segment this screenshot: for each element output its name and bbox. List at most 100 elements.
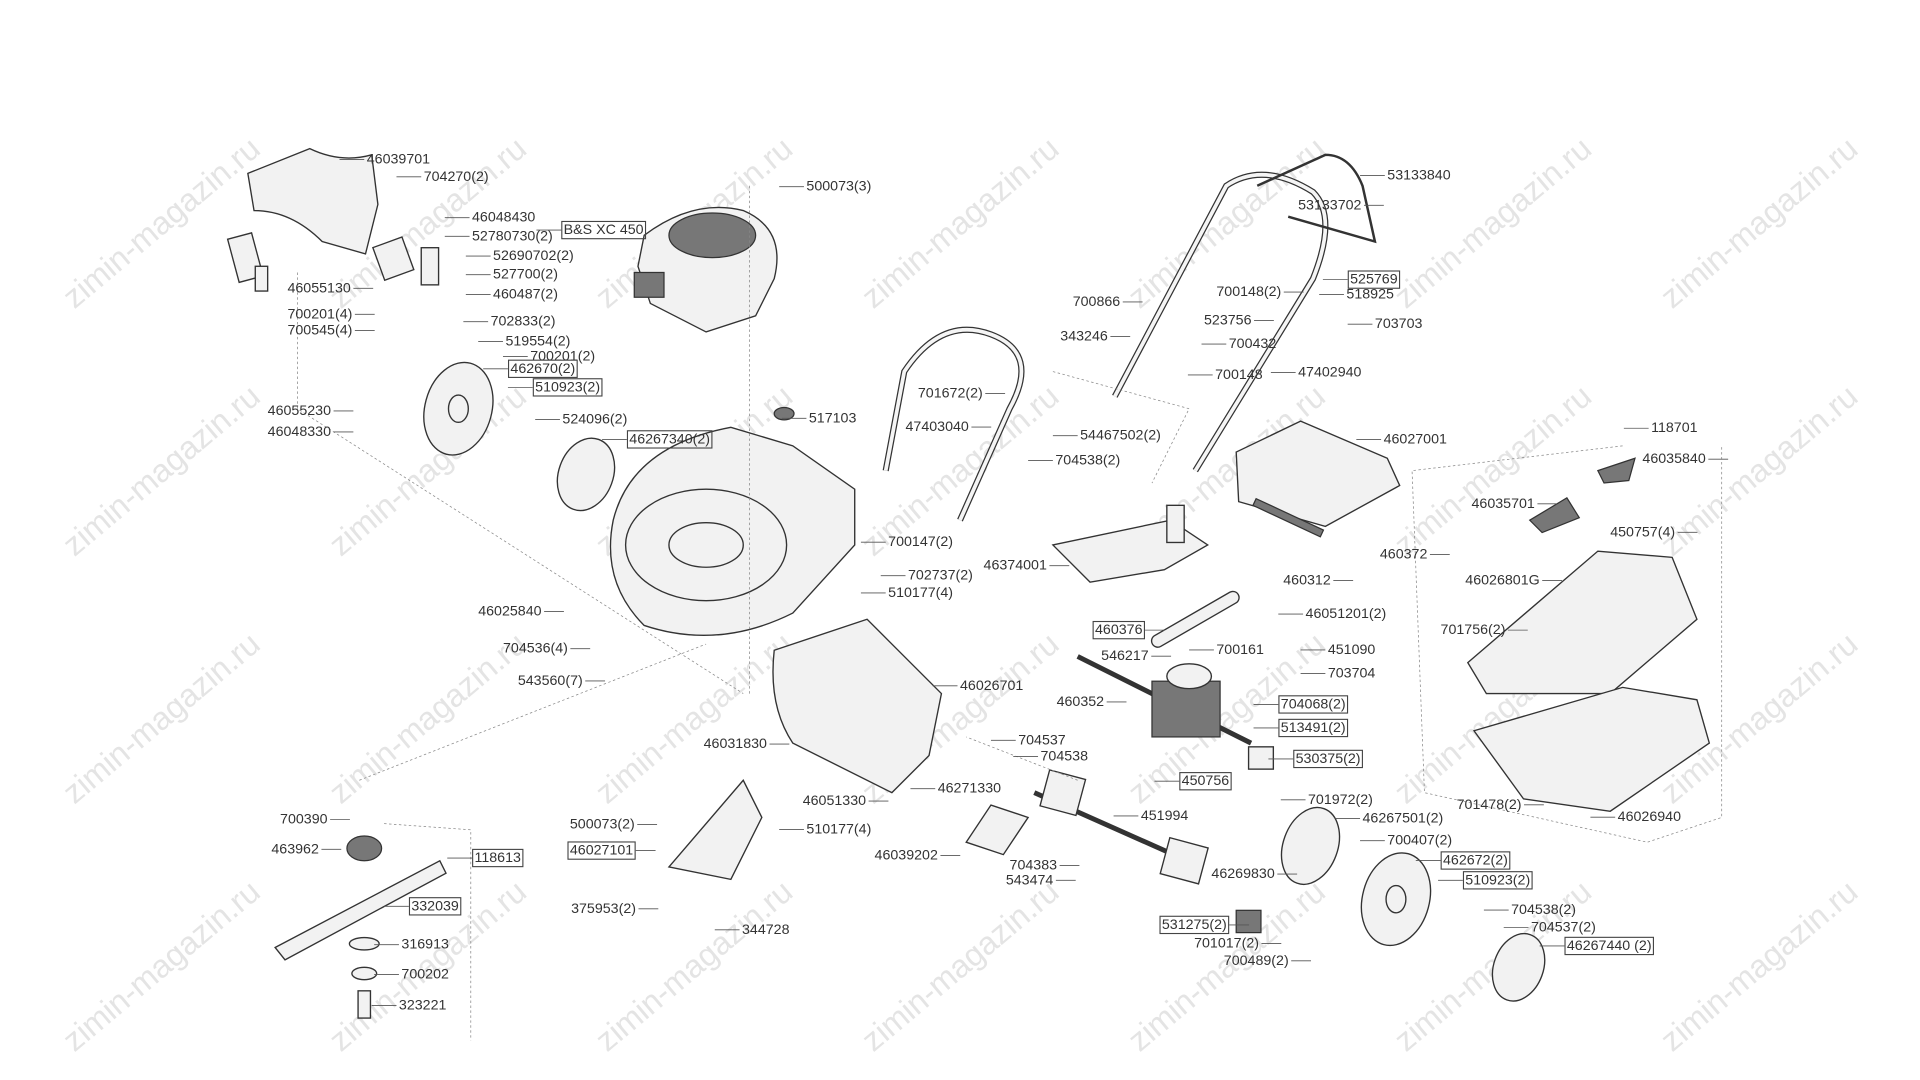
part-label: 450756 [1154,772,1232,791]
part-label: 46026701 [932,678,1023,694]
watermark-text: zimin-magazin.ru [1387,130,1598,315]
part-label: 546217 [1101,648,1172,664]
part-number: 704383 [1010,857,1058,873]
part-label: 703704 [1300,665,1375,681]
engine-top-cover [668,212,757,259]
part-label: 332039 [384,897,462,916]
gear-pinion-front [1235,909,1262,934]
part-number: 46055130 [287,280,350,296]
blade-bolt [357,990,372,1019]
part-number: 53133702 [1298,197,1361,213]
part-number: 704537 [1018,732,1066,748]
part-label: 46267340(2) [602,430,713,449]
part-number: 344728 [742,922,790,938]
part-number: 700161 [1216,642,1264,658]
motor-mount-ring [773,406,795,421]
part-label: 53133702 [1298,197,1384,213]
watermark-text: zimin-magazin.ru [855,130,1066,315]
watermark-text: zimin-magazin.ru [56,378,267,563]
part-number: 375953(2) [571,901,636,917]
part-number: 700202 [401,966,449,982]
part-number: 118613 [474,850,521,866]
grass-box-indicator [1596,457,1636,484]
part-number: 52690702(2) [493,248,574,264]
watermark-text: zimin-magazin.ru [56,130,267,315]
part-label: 344728 [714,922,790,938]
part-number: 46269830 [1211,866,1274,882]
part-label: 46026940 [1590,809,1681,825]
part-number: 46026801G [1465,573,1539,589]
part-number: 702833(2) [491,314,556,330]
watermark-text: zimin-magazin.ru [322,625,533,810]
part-number: 46374001 [984,558,1047,574]
part-number: 704068(2) [1281,696,1346,712]
part-number: 316913 [401,937,449,953]
part-label: 530375(2) [1268,749,1363,769]
part-label: 700147(2) [860,534,953,550]
part-number: 531275(2) [1162,917,1227,933]
part-number: 460312 [1283,573,1331,589]
part-label: 510177(4) [860,585,953,601]
part-number: 543560(7) [518,673,583,689]
part-number: 53133840 [1387,168,1450,184]
part-label: 451994 [1113,808,1189,824]
watermark-text: zimin-magazin.ru [588,625,799,810]
watermark-text: zimin-magazin.ru [855,873,1066,1058]
control-bail [1256,153,1377,244]
part-number: 700390 [280,812,328,828]
engine-model-label: B&S XC 450 [564,222,644,238]
part-label: 701017(2) [1194,935,1282,951]
part-number: 700432 [1229,336,1277,352]
part-label: 500073(3) [779,179,871,195]
label-box [567,841,636,860]
part-number: 46267440 (2) [1567,938,1652,954]
part-label: 46055230 [268,403,354,419]
grass-deflector [247,147,379,255]
part-label: 519554(2) [478,334,570,350]
blade-adapter [346,835,383,862]
rear-wheel-left-hub [447,394,469,424]
part-label: 700390 [280,812,350,828]
part-label: 53133840 [1360,168,1451,184]
lid-hinge-rod [1252,497,1325,538]
label-box [1092,620,1145,640]
part-number: 701672(2) [918,386,983,402]
part-number: 523756 [1204,312,1252,328]
gearbox [1151,680,1221,738]
part-label: 375953(2) [571,901,659,917]
label-box [1564,936,1654,956]
part-label: 704538(2) [1483,902,1576,918]
watermark-text: zimin-magazin.ru [56,625,267,810]
part-number: 703703 [1375,316,1423,332]
part-label: 704538 [1013,748,1088,764]
label-box [1462,871,1533,890]
part-label: 46267501(2) [1335,810,1443,826]
part-label: 316913 [374,937,449,953]
part-number: 46035840 [1642,451,1705,467]
part-label: 700148(2) [1216,284,1304,300]
part-label: 701972(2) [1280,792,1373,808]
part-label: 46025840 [478,604,564,620]
part-number: 704537(2) [1531,919,1596,935]
part-number: 451994 [1141,808,1189,824]
part-label: 460487(2) [465,286,558,302]
label-box [1278,695,1349,714]
label-box [561,220,647,240]
height-plate [1039,769,1087,817]
part-number: 343246 [1060,329,1108,345]
height-adjust-lever [420,247,440,286]
label-box [1179,772,1232,791]
part-label: 450757(4) [1610,524,1698,540]
blade [274,859,447,961]
deck-center [668,521,744,568]
part-number: 701017(2) [1194,935,1259,951]
part-number: 525769 [1350,272,1398,288]
part-number: 46025840 [478,604,541,620]
part-number: 332039 [411,898,459,914]
part-number: 700407(2) [1387,833,1452,849]
part-number: 530375(2) [1296,751,1361,767]
part-number: 46035701 [1472,496,1535,512]
part-label: 46267440 (2) [1539,936,1654,956]
part-number: 704538 [1041,748,1089,764]
label-box [1293,749,1363,769]
